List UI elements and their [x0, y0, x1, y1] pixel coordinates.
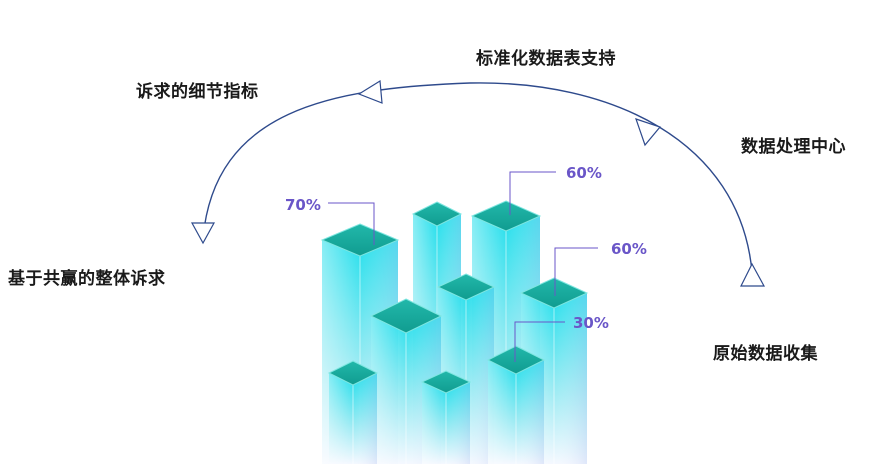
bar-middle-center-top [436, 273, 496, 301]
arrow-head-top-left-icon [357, 79, 383, 104]
step-label-standardized-datasheet-support: 标准化数据表支持 [476, 49, 616, 69]
bar-back-center-top [411, 201, 463, 227]
arrow-head-top-right-icon [635, 118, 662, 147]
bar-front-right [486, 345, 546, 464]
bar-front-center [420, 370, 472, 464]
bar-front-right-top [486, 345, 546, 375]
bar-back-left-top [320, 223, 400, 257]
percent-label-30: 30% [573, 314, 609, 332]
bar-front-left [327, 360, 379, 464]
step-label-detailed-indicators: 诉求的细节指标 [136, 82, 259, 102]
percent-label-60-top: 60% [566, 164, 602, 182]
bar-cluster [320, 200, 589, 464]
leader-line-60-top [509, 171, 556, 215]
cycle-arc [202, 82, 753, 273]
leader-line-70 [328, 202, 375, 245]
bar-middle-left-top [369, 298, 443, 334]
arrow-head-right-icon [740, 262, 766, 287]
step-label-win-win-demands: 基于共赢的整体诉求 [8, 269, 166, 289]
step-label-data-processing-center: 数据处理中心 [741, 137, 846, 157]
percent-label-70: 70% [285, 196, 321, 214]
bar-front-center-top [420, 370, 472, 394]
bar-back-right-top [470, 200, 542, 232]
leader-line-30 [514, 321, 565, 362]
step-label-raw-data-collection: 原始数据收集 [713, 344, 818, 364]
leader-line-60-right [554, 247, 598, 296]
percent-label-60-right: 60% [611, 240, 647, 258]
arrow-head-left-icon [190, 222, 216, 245]
bar-front-left-top [327, 360, 379, 386]
bar-middle-right-top [519, 277, 589, 309]
